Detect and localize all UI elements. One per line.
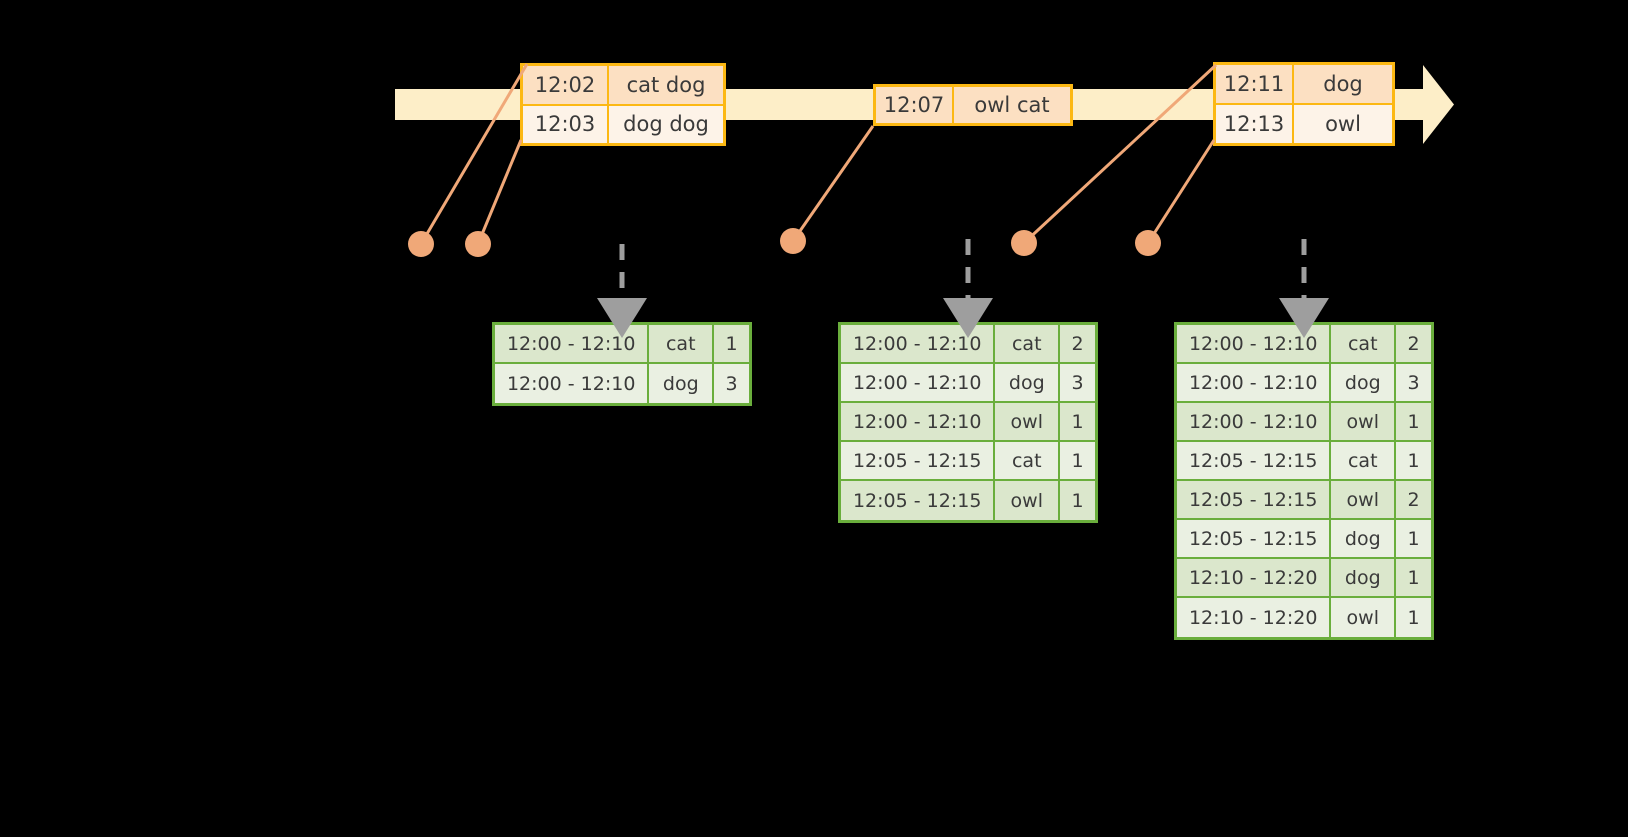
count-cell: 1 (1407, 527, 1420, 550)
window-range-cell: 12:05 - 12:15 (841, 442, 996, 479)
count-cell: 1 (1407, 566, 1420, 589)
window-range-cell: 12:00 - 12:10 (841, 364, 996, 401)
window-range-cell: 12:00 - 12:10 (495, 364, 650, 403)
window-range-cell: 12:10 - 12:20 (1177, 559, 1332, 596)
count-cell: 3 (1071, 371, 1084, 394)
count-cell: 2 (1407, 488, 1420, 511)
key-cell: dog (1331, 364, 1397, 401)
event-dot-1[interactable] (408, 231, 434, 257)
key-cell: dog (995, 364, 1061, 401)
window-range-cell: 12:05 - 12:15 (1177, 442, 1332, 479)
window-range-cell: 12:00 - 12:10 (1177, 364, 1332, 401)
event-row[interactable]: 12:07 owl cat (876, 87, 1070, 123)
event-timestamp: 12:13 (1216, 105, 1294, 143)
event-row[interactable]: 12:11 dog (1216, 65, 1392, 103)
window-range-cell: 12:00 - 12:10 (841, 403, 996, 440)
event-payload: cat dog (626, 72, 706, 97)
event-payload: dog dog (623, 112, 709, 137)
window-range-cell: 12:00 - 12:10 (1177, 325, 1332, 362)
timeline-arrow-icon (1393, 65, 1454, 144)
event-dot-3[interactable] (780, 228, 806, 254)
event-timestamp: 12:02 (523, 66, 609, 104)
key-cell: cat (1331, 442, 1397, 479)
count-cell: 3 (725, 372, 738, 395)
key-cell: owl (995, 403, 1061, 440)
count-cell: 1 (1407, 606, 1420, 629)
count-cell: 1 (1071, 410, 1084, 433)
dashed-arrows (597, 239, 1329, 338)
count-cell: 2 (1407, 332, 1420, 355)
key-cell: owl (1331, 403, 1397, 440)
count-cell: 2 (1071, 332, 1084, 355)
window-range-cell: 12:00 - 12:10 (495, 325, 650, 362)
event-payload: dog (1323, 72, 1363, 96)
key-cell: cat (995, 325, 1061, 362)
connector-5 (1146, 139, 1216, 244)
event-box-c[interactable]: 12:11 dog 12:13 owl (1213, 62, 1395, 146)
window-range-cell: 12:00 - 12:10 (841, 325, 996, 362)
connector-2 (476, 139, 523, 245)
event-dots (408, 228, 1161, 257)
count-cell: 3 (1407, 371, 1420, 394)
key-cell: dog (1331, 559, 1397, 596)
event-payload: owl cat (974, 93, 1050, 117)
key-cell: dog (649, 364, 715, 403)
window-range-cell: 12:05 - 12:15 (1177, 481, 1332, 518)
event-dot-4[interactable] (1011, 230, 1037, 256)
event-timestamp: 12:07 (876, 87, 954, 123)
window-range-cell: 12:10 - 12:20 (1177, 598, 1332, 637)
count-cell: 1 (1071, 449, 1084, 472)
key-cell: owl (995, 481, 1061, 520)
event-box-b[interactable]: 12:07 owl cat (873, 84, 1073, 126)
count-cell: 1 (1407, 449, 1420, 472)
key-cell: cat (995, 442, 1061, 479)
count-cell: 1 (725, 332, 738, 355)
event-payload: owl (1325, 112, 1361, 136)
window-range-cell: 12:00 - 12:10 (1177, 403, 1332, 440)
key-cell: owl (1331, 481, 1397, 518)
count-cell: 1 (1407, 410, 1420, 433)
event-dot-5[interactable] (1135, 230, 1161, 256)
event-timestamp: 12:03 (523, 105, 609, 143)
event-timestamp: 12:11 (1216, 65, 1294, 103)
key-cell: cat (649, 325, 715, 362)
window-range-cell: 12:05 - 12:15 (1177, 520, 1332, 557)
connector-3 (791, 125, 875, 242)
event-row[interactable]: 12:03 dog dog (523, 103, 723, 143)
event-dot-2[interactable] (465, 231, 491, 257)
event-box-a[interactable]: 12:02 cat dog 12:03 dog dog (520, 63, 726, 146)
event-row[interactable]: 12:02 cat dog (523, 66, 723, 104)
count-cell: 1 (1071, 489, 1084, 512)
window-range-cell: 12:05 - 12:15 (841, 481, 996, 520)
event-row[interactable]: 12:13 owl (1216, 103, 1392, 143)
key-cell: cat (1331, 325, 1397, 362)
key-cell: dog (1331, 520, 1397, 557)
key-cell: owl (1331, 598, 1397, 637)
